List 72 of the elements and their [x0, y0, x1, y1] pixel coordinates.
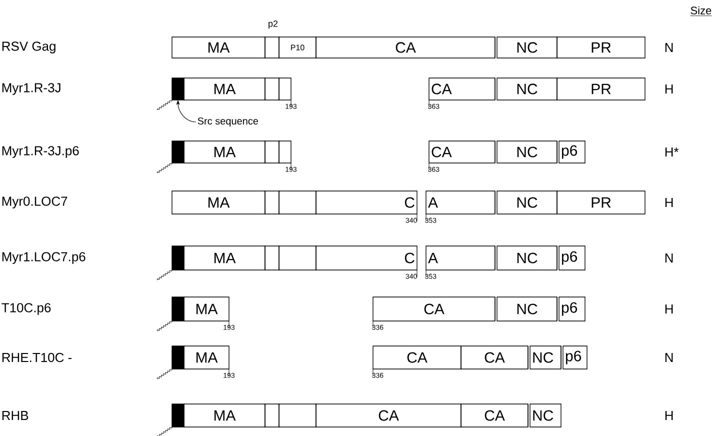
protein-domain-box: MA: [172, 36, 266, 58]
protein-domain-box: MA: [184, 246, 266, 270]
protein-domain-box: NC: [528, 346, 562, 370]
protein-domain-box: p6: [560, 346, 588, 370]
protein-domain-box: NC: [528, 404, 562, 428]
protein-domain-box: p6: [556, 296, 586, 322]
construct-name: Myr1.LOC7.p6: [2, 252, 86, 264]
protein-domain-box: CA: [428, 140, 496, 164]
protein-domain-box: PR: [556, 36, 646, 58]
protein-domain-box: MA: [184, 78, 266, 100]
annotation-text: Src sequence: [198, 117, 258, 127]
domain-box: [278, 190, 316, 214]
domain-box: [264, 190, 280, 214]
protein-domain-box: MA: [184, 140, 266, 164]
domain-box: [278, 246, 316, 270]
src-sequence-block: [172, 140, 184, 164]
domain-box: [264, 78, 280, 100]
construct-name: RHB: [2, 411, 28, 420]
construct-name: Myr1.R-3J: [2, 83, 60, 95]
size-label: H: [665, 411, 673, 420]
size-label: H: [665, 304, 673, 314]
size-label: N: [665, 353, 673, 362]
protein-domain-box: NC: [494, 36, 558, 58]
construct-name: T10C.p6: [2, 303, 51, 315]
protein-domain-box: CA: [316, 404, 462, 428]
protein-domain-box: A: [426, 246, 496, 270]
protein-domain-box: CA: [460, 346, 528, 370]
protein-domain-box: NC: [494, 190, 558, 214]
construct-name: Myr0.LOC7: [2, 196, 68, 208]
protein-domain-box: C: [316, 246, 418, 270]
protein-domain-box: p6: [556, 246, 586, 270]
column-heading: Size: [690, 6, 712, 16]
protein-domain-box: MA: [184, 296, 230, 322]
domain-label: p2: [268, 20, 278, 29]
protein-domain-box: CA: [316, 36, 496, 58]
protein-domain-box: C: [316, 190, 418, 214]
protein-domain-box: p6: [556, 140, 586, 164]
protein-domain-box: NC: [494, 78, 558, 100]
size-label: H*: [665, 148, 679, 156]
size-label: N: [665, 43, 673, 52]
protein-domain-box: MA: [184, 346, 230, 370]
src-sequence-block: [172, 404, 184, 428]
construct-name: RHE.T10C -: [2, 352, 72, 362]
protein-domain-box: MA: [172, 190, 266, 214]
protein-domain-box: PR: [556, 190, 646, 214]
protein-domain-box: A: [426, 190, 496, 214]
protein-domain-box: CA: [372, 296, 496, 322]
protein-domain-box: CA: [460, 404, 528, 428]
size-label: H: [665, 198, 673, 207]
construct-name: Myr1.R-3J.p6: [2, 146, 79, 158]
protein-domain-box: PR: [556, 78, 646, 100]
src-sequence-block: [172, 246, 184, 270]
protein-domain-box: CA: [428, 78, 496, 100]
src-sequence-block: [172, 296, 184, 322]
size-label: N: [665, 254, 673, 262]
protein-domain-box: CA: [372, 346, 462, 370]
domain-box: [278, 78, 292, 100]
domain-box: [278, 140, 292, 164]
protein-domain-box: NC: [494, 246, 558, 270]
domain-box: [264, 404, 280, 428]
src-sequence-block: [172, 78, 184, 100]
protein-domain-box: NC: [494, 140, 558, 164]
protein-domain-box: NC: [494, 296, 558, 322]
protein-domain-box: P10: [278, 36, 316, 58]
size-label: H: [665, 84, 673, 94]
src-sequence-block: [172, 346, 184, 370]
domain-box: [278, 404, 316, 428]
domain-box: [264, 246, 280, 270]
protein-domain-box: MA: [184, 404, 266, 428]
domain-box: [264, 140, 280, 164]
construct-name: RSV Gag: [2, 42, 56, 54]
domain-box: [264, 36, 280, 58]
